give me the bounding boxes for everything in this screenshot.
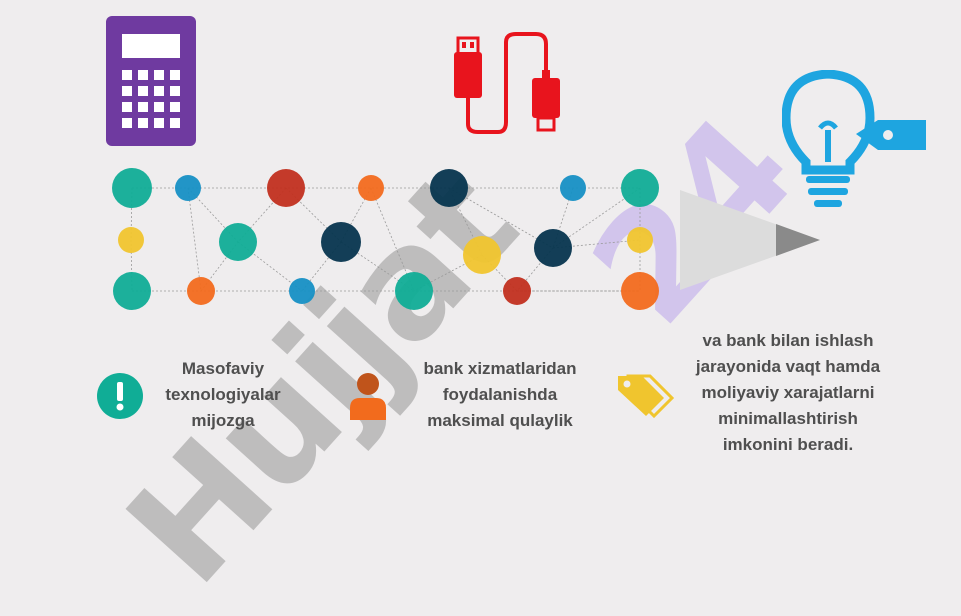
network-node [560,175,586,201]
calculator-key [122,118,132,128]
calculator-key [154,86,164,96]
network-node [187,277,215,305]
caption-remote-technologies: Masofaviy texnologiyalar mijozga [165,359,281,430]
price-tags-icon [616,372,676,420]
network-link [187,187,202,292]
network-node [113,272,151,310]
calculator-key [170,86,180,96]
network-node [463,236,501,274]
network-node [395,272,433,310]
exclamation-icon [97,373,143,419]
light-bulb-icon [782,70,928,218]
caption-time-cost: va bank bilan ishlash jarayonida vaqt ha… [695,331,881,454]
person-icon [346,370,390,420]
usb-cable-icon [448,24,568,136]
calculator-key [154,70,164,80]
network-node [534,229,572,267]
network-node [219,223,257,261]
network-node [289,278,315,304]
network-node [621,272,659,310]
calculator-key [138,118,148,128]
calculator-key [170,118,180,128]
pencil-icon [680,190,824,290]
network-node [430,169,468,207]
network-node [627,227,653,253]
network-node [175,175,201,201]
calculator-key [154,102,164,112]
calculator-key [138,102,148,112]
network-node [267,169,305,207]
caption-bank-services: bank xizmatlaridan foydalanishda maksima… [423,359,577,430]
network-diagram [112,168,659,310]
calculator-key [138,86,148,96]
network-node [112,168,152,208]
network-node [621,169,659,207]
calculator-icon [106,16,196,146]
calculator-key [138,70,148,80]
network-node [358,175,384,201]
calculator-key [122,86,132,96]
network-node [503,277,531,305]
network-link [448,187,554,249]
calculator-key [170,102,180,112]
calculator-key [122,70,132,80]
calculator-key [154,118,164,128]
network-node [321,222,361,262]
network-node [118,227,144,253]
calculator-key [122,102,132,112]
network-link [552,239,641,249]
calculator-key [170,70,180,80]
